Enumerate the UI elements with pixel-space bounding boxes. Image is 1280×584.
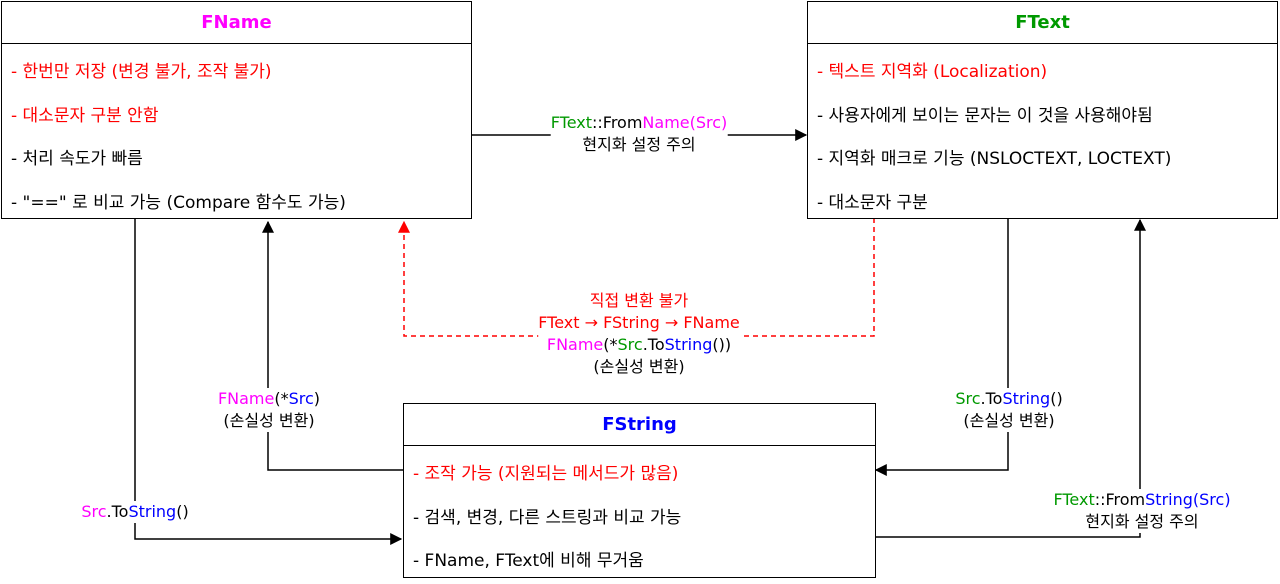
- label-fstring-to-ftext-line1: FText::FromString(Src): [1053, 489, 1230, 511]
- label-segment: (*: [603, 335, 618, 354]
- label-fname-to-ftext: FText::FromName(Src) 현지화 설정 주의: [550, 112, 728, 156]
- label-segment: Src: [617, 335, 643, 354]
- list-item: - 사용자에게 보이는 문자는 이 것을 사용해야됨: [817, 105, 1153, 126]
- ftext-title: FText: [808, 2, 1277, 44]
- label-segment: FName: [217, 389, 275, 408]
- list-item: - FName, FText에 비해 무거움: [413, 551, 644, 572]
- label-segment: .To: [980, 389, 1003, 408]
- label-segment: (*: [274, 389, 289, 408]
- label-ftext-to-fstring-line1: Src.ToString(): [955, 388, 1062, 410]
- label-segment: (): [176, 502, 189, 521]
- fstring-box: FString - 조작 가능 (지원되는 메서드가 많음) - 검색, 변경, …: [403, 403, 876, 578]
- ftext-box: FText - 텍스트 지역화 (Localization) - 사용자에게 보이…: [807, 1, 1278, 219]
- label-segment: String: [128, 502, 177, 521]
- edge-ftext-to-fstring: [874, 218, 1009, 476]
- label-segment: String: [1002, 389, 1051, 408]
- fstring-title: FString: [404, 404, 875, 446]
- label-fname-to-ftext-line2: 현지화 설정 주의: [582, 135, 696, 154]
- list-item: - 지역화 매크로 기능 (NSLOCTEXT, LOCTEXT): [817, 149, 1172, 170]
- ftext-items: - 텍스트 지역화 (Localization) - 사용자에게 보이는 문자는 …: [808, 44, 1277, 222]
- label-fname-to-fstring-line1: Src.ToString(): [81, 501, 188, 523]
- label-segment: ()): [712, 335, 732, 354]
- label-segment: .To: [642, 335, 665, 354]
- list-item: - 대소문자 구분 안함: [11, 105, 159, 126]
- label-fstring-to-ftext-line2: 현지화 설정 주의: [1085, 512, 1199, 531]
- label-segment: Src: [955, 389, 981, 408]
- fname-box: FName - 한번만 저장 (변경 불가, 조작 불가) - 대소문자 구분 안…: [1, 1, 472, 219]
- fname-items: - 한번만 저장 (변경 불가, 조작 불가) - 대소문자 구분 안함 - 처리 …: [2, 44, 471, 222]
- label-ftext-to-fstring-line2: (손실성 변환): [963, 411, 1055, 430]
- label-fstring-to-fname-line1: FName(*Src): [218, 388, 320, 410]
- label-direct-convert-line4: (손실성 변환): [593, 357, 685, 376]
- label-direct-convert-line2: FText → FString → FName: [538, 313, 740, 332]
- label-fname-to-fstring: Src.ToString(): [81, 501, 189, 523]
- fname-title: FName: [2, 2, 471, 44]
- list-item: - "==" 로 비교 가능 (Compare 함수도 가능): [11, 192, 346, 213]
- label-fstring-to-fname: FName(*Src) (손실성 변환): [217, 388, 321, 432]
- label-segment: FText: [550, 113, 592, 132]
- label-segment: FText: [1053, 490, 1095, 509]
- label-segment: Src: [81, 502, 107, 521]
- label-direct-convert-line3: FName(*Src.ToString()): [538, 334, 740, 356]
- label-segment: .To: [106, 502, 129, 521]
- label-segment: String(Src): [1145, 490, 1231, 509]
- label-segment: Src: [288, 389, 314, 408]
- list-item: - 검색, 변경, 다른 스트링과 비교 가능: [413, 507, 682, 528]
- label-segment: ): [313, 389, 321, 408]
- list-item: - 처리 속도가 빠름: [11, 149, 143, 170]
- label-ftext-to-fstring: Src.ToString() (손실성 변환): [955, 388, 1063, 432]
- edge-fname-to-fstring: [134, 218, 403, 545]
- label-ftext-to-fname: 직접 변환 불가 FText → FString → FName FName(*…: [538, 290, 740, 378]
- edge-fstring-to-fname: [262, 220, 403, 471]
- list-item: - 조작 가능 (지원되는 메서드가 많음): [413, 464, 679, 485]
- label-fstring-to-ftext: FText::FromString(Src) 현지화 설정 주의: [1053, 489, 1231, 533]
- list-item: - 텍스트 지역화 (Localization): [817, 62, 1048, 83]
- label-segment: (): [1050, 389, 1063, 408]
- fstring-items: - 조작 가능 (지원되는 메서드가 많음) - 검색, 변경, 다른 스트링과 …: [404, 446, 875, 581]
- label-segment: Name(Src): [642, 113, 728, 132]
- label-fname-to-ftext-line1: FText::FromName(Src): [551, 112, 728, 134]
- label-segment: ::From: [1094, 490, 1146, 509]
- label-segment: ::From: [591, 113, 643, 132]
- list-item: - 한번만 저장 (변경 불가, 조작 불가): [11, 62, 272, 83]
- label-segment: String: [664, 335, 713, 354]
- label-segment: FName: [546, 335, 604, 354]
- list-item: - 대소문자 구분: [817, 192, 928, 213]
- label-fstring-to-fname-line2: (손실성 변환): [223, 411, 315, 430]
- label-direct-convert-line1: 직접 변환 불가: [589, 291, 689, 310]
